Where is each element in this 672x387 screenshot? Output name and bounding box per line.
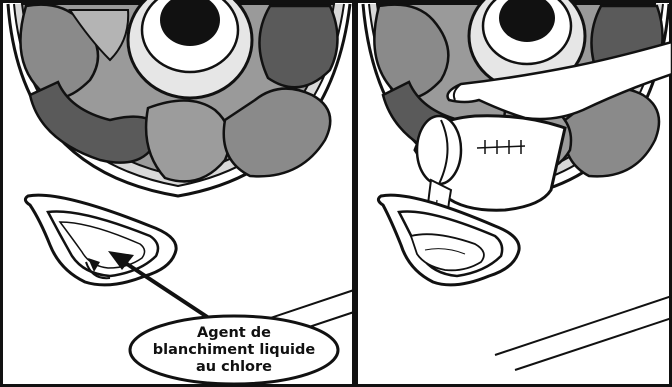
- clothing: [259, 6, 337, 87]
- bleach-label-line-2: blanchiment liquide: [153, 342, 315, 359]
- bleach-label: Agent de blanchiment liquide au chlore: [128, 318, 340, 382]
- washer-top-view-right: [355, 0, 672, 387]
- clothing: [146, 100, 230, 181]
- panel-dispenser-location: Agent de blanchiment liquide au chlore: [0, 0, 355, 387]
- bleach-label-line-3: au chlore: [196, 359, 272, 376]
- bleach-label-line-1: Agent de: [197, 325, 271, 342]
- panel-pouring-bleach: [355, 0, 672, 387]
